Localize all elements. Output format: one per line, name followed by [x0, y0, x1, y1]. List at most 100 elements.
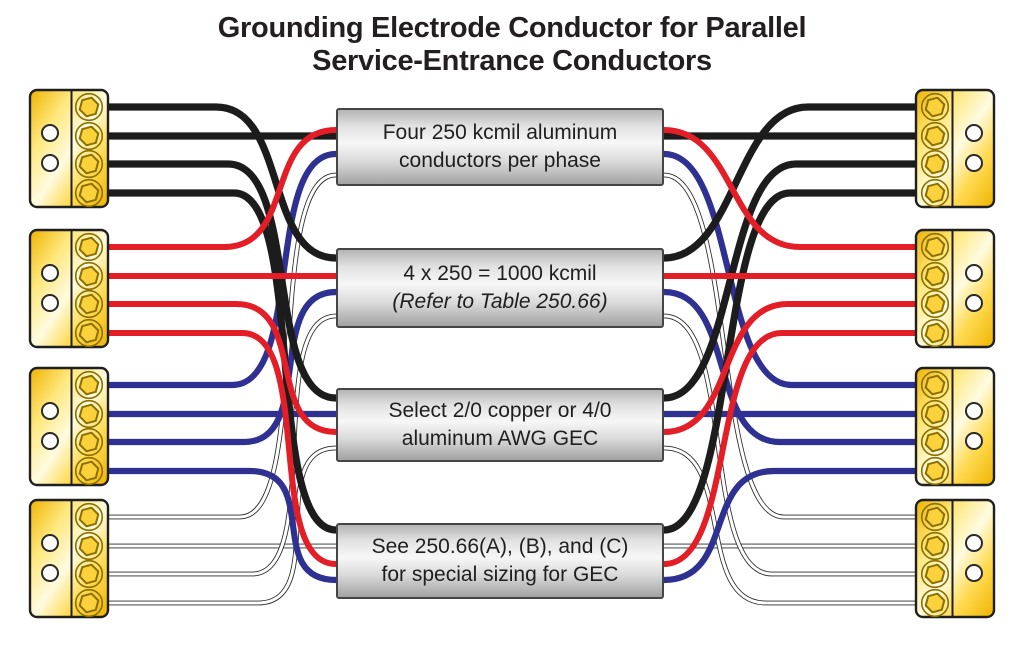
hex-bolt-icon — [78, 322, 100, 344]
hex-bolt-icon — [78, 431, 100, 453]
lug-ring-icon — [920, 92, 950, 122]
hex-bolt-icon — [924, 535, 946, 557]
lug-ring-icon — [920, 261, 950, 291]
mounting-hole-icon — [41, 154, 59, 172]
lug-ring-icon — [74, 149, 104, 179]
mounting-hole-icon — [41, 534, 59, 552]
mounting-hole-icon — [965, 402, 983, 420]
hex-bolt-icon — [78, 182, 100, 204]
lug-ring-icon — [74, 427, 104, 457]
mounting-hole-icon — [965, 534, 983, 552]
wire-black-4 — [104, 189, 920, 534]
terminal-block-left-3 — [28, 366, 110, 487]
lug-ring-icon — [74, 261, 104, 291]
hex-bolt-icon — [78, 592, 100, 614]
mounting-hole-icon — [965, 264, 983, 282]
hex-bolt-icon — [924, 265, 946, 287]
wire-white-1-core — [104, 173, 920, 519]
hex-bolt-icon — [924, 153, 946, 175]
lug-ring-icon — [920, 370, 950, 400]
hex-bolt-icon — [924, 403, 946, 425]
terminal-block-left-1 — [28, 88, 110, 209]
lug-ring-icon — [920, 399, 950, 429]
label-box-2-line2: (Refer to Table 250.66) — [392, 290, 608, 313]
hex-bolt-icon — [924, 374, 946, 396]
lug-ring-icon — [74, 289, 104, 319]
terminal-block-left-4 — [28, 498, 110, 619]
lug-ring-icon — [74, 232, 104, 262]
hex-bolt-icon — [924, 96, 946, 118]
hex-bolt-icon — [78, 403, 100, 425]
label-box-2-line1: 4 x 250 = 1000 kcmil — [403, 262, 597, 286]
lug-ring-icon — [920, 502, 950, 532]
hex-bolt-icon — [924, 125, 946, 147]
mounting-hole-icon — [965, 154, 983, 172]
lug-ring-icon — [920, 149, 950, 179]
label-box-3-line2: aluminum AWG GEC — [401, 427, 599, 450]
mounting-hole-icon — [41, 294, 59, 312]
hex-bolt-icon — [924, 592, 946, 614]
label-box-1-line1: Four 250 kcmil aluminum — [382, 121, 618, 145]
lug-ring-icon — [920, 427, 950, 457]
lug-ring-icon — [920, 588, 950, 618]
hex-bolt-icon — [924, 293, 946, 315]
hex-bolt-icon — [78, 535, 100, 557]
terminal-block-left-2 — [28, 228, 110, 349]
label-box-4-line1: See 250.66(A), (B), and (C) — [371, 535, 629, 559]
hex-bolt-icon — [924, 460, 946, 482]
label-box-conductors-per-phase: Four 250 kcmil aluminum conductors per p… — [336, 108, 664, 186]
terminal-block-right-4 — [914, 498, 996, 619]
hex-bolt-icon — [78, 236, 100, 258]
terminal-block-right-2 — [914, 228, 996, 349]
hex-bolt-icon — [78, 563, 100, 585]
label-box-3-line1: Select 2/0 copper or 4/0 — [388, 399, 612, 423]
hex-bolt-icon — [78, 153, 100, 175]
mounting-hole-icon — [41, 402, 59, 420]
lug-ring-icon — [74, 531, 104, 561]
hex-bolt-icon — [78, 125, 100, 147]
label-box-kcmil-total: 4 x 250 = 1000 kcmil (Refer to Table 250… — [336, 248, 664, 328]
hex-bolt-icon — [78, 374, 100, 396]
hex-bolt-icon — [78, 460, 100, 482]
terminal-block-right-3 — [914, 366, 996, 487]
diagram-title-line1: Grounding Electrode Conductor for Parall… — [217, 12, 807, 44]
mounting-hole-icon — [41, 564, 59, 582]
hex-bolt-icon — [78, 265, 100, 287]
hex-bolt-icon — [924, 322, 946, 344]
lug-ring-icon — [74, 318, 104, 348]
hex-bolt-icon — [924, 506, 946, 528]
hex-bolt-icon — [78, 96, 100, 118]
label-box-1-line2: conductors per phase — [399, 149, 601, 172]
lug-ring-icon — [74, 588, 104, 618]
label-box-special-sizing: See 250.66(A), (B), and (C) for special … — [336, 523, 664, 599]
lug-ring-icon — [920, 559, 950, 589]
hex-bolt-icon — [924, 563, 946, 585]
lug-ring-icon — [74, 121, 104, 151]
lug-ring-icon — [74, 370, 104, 400]
diagram-title-line2: Service-Entrance Conductors — [312, 45, 712, 78]
terminal-block-right-1 — [914, 88, 996, 209]
hex-bolt-icon — [924, 182, 946, 204]
mounting-hole-icon — [41, 124, 59, 142]
lug-ring-icon — [920, 232, 950, 262]
label-box-4-line2: for special sizing for GEC — [381, 563, 619, 586]
lug-ring-icon — [920, 318, 950, 348]
lug-ring-icon — [920, 289, 950, 319]
lug-ring-icon — [74, 178, 104, 208]
mounting-hole-icon — [965, 564, 983, 582]
hex-bolt-icon — [924, 431, 946, 453]
mounting-hole-icon — [965, 124, 983, 142]
wire-white-1 — [104, 172, 920, 520]
lug-ring-icon — [74, 559, 104, 589]
lug-ring-icon — [920, 456, 950, 486]
lug-ring-icon — [74, 92, 104, 122]
lug-ring-icon — [920, 178, 950, 208]
lug-ring-icon — [74, 399, 104, 429]
mounting-hole-icon — [965, 432, 983, 450]
lug-ring-icon — [74, 456, 104, 486]
hex-bolt-icon — [924, 236, 946, 258]
mounting-hole-icon — [965, 294, 983, 312]
mounting-hole-icon — [41, 432, 59, 450]
label-box-gec-size: Select 2/0 copper or 4/0 aluminum AWG GE… — [336, 388, 664, 462]
